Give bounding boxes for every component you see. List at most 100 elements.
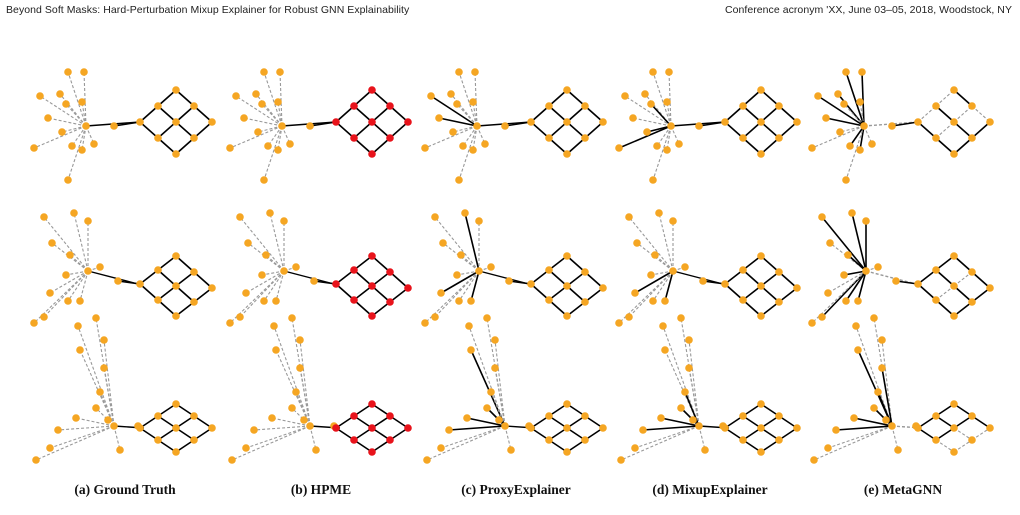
graph-node (826, 239, 834, 247)
graph-node (878, 336, 886, 344)
graph-node (659, 322, 667, 330)
graph-node (842, 176, 850, 184)
graph-node (834, 90, 842, 98)
grid-edge (548, 137, 568, 155)
grid-edge (742, 137, 762, 155)
graph-node (808, 144, 816, 152)
graph-node (701, 446, 709, 454)
grid-edge (530, 121, 550, 139)
star-edge (95, 317, 115, 427)
grid-edge (971, 105, 991, 123)
graph-node (463, 414, 471, 422)
grid-edge (530, 283, 550, 301)
star-edge (273, 325, 311, 427)
graph-node (459, 142, 467, 150)
link-edge (113, 121, 141, 127)
motif-node (950, 448, 958, 456)
graph-node (647, 271, 655, 279)
graph-node (70, 209, 78, 217)
graph-node (244, 239, 252, 247)
motif-node (154, 266, 162, 274)
grid-edge (724, 121, 744, 139)
star-edge (103, 339, 115, 427)
grid-edge (193, 287, 213, 303)
motif-node (190, 102, 198, 110)
graph-node (310, 277, 318, 285)
star-edge (660, 417, 700, 427)
star-edge (472, 101, 478, 127)
motif-node (757, 312, 765, 320)
star-edge (859, 101, 865, 127)
motif-node (545, 102, 553, 110)
star-edge (261, 270, 285, 276)
graph-node (312, 446, 320, 454)
grid-edge (157, 105, 177, 123)
grid-edge (548, 105, 568, 123)
star-edge (680, 407, 700, 427)
caption-hpme: (b) HPME (290, 482, 352, 497)
graph-node (286, 140, 294, 148)
motif-node (190, 412, 198, 420)
grid-edge (742, 285, 762, 301)
graph-node (675, 140, 683, 148)
star-edge (440, 270, 480, 294)
motif-node (350, 296, 358, 304)
graph-node (870, 314, 878, 322)
motif-node (775, 298, 783, 306)
star-edge (67, 125, 87, 181)
graph-node (639, 426, 647, 434)
grid-edge (742, 105, 762, 123)
graph-node (36, 92, 44, 100)
hub-node (669, 267, 677, 275)
graph-node (465, 322, 473, 330)
graph-node (260, 176, 268, 184)
graph-node (685, 364, 693, 372)
star-edge (650, 270, 674, 276)
star-edge (817, 95, 865, 127)
graph-node (858, 68, 866, 76)
grid-edge (742, 121, 762, 139)
graph-node (854, 346, 862, 354)
star-edge (263, 71, 283, 127)
graph-node (852, 322, 860, 330)
grid-edge (760, 301, 780, 317)
motif-node (950, 424, 958, 432)
star-edge (263, 125, 283, 181)
graph-node (681, 263, 689, 271)
graph-node (461, 209, 469, 217)
star-edge (458, 125, 478, 181)
link-edge (672, 270, 724, 285)
star-edge (81, 101, 87, 127)
grid-edge (935, 121, 955, 139)
grid-edge (971, 271, 991, 289)
grid-edge (548, 299, 568, 317)
motif-node (581, 134, 589, 142)
star-edge (845, 270, 867, 302)
motif-node (563, 400, 571, 408)
star-edge (654, 254, 674, 272)
star-edge (271, 417, 311, 427)
graph-node (110, 122, 118, 130)
grid-edge (175, 285, 195, 303)
graph-node (276, 68, 284, 76)
graph-node (236, 313, 244, 321)
star-edge (291, 407, 311, 427)
grid-edge (353, 255, 373, 271)
graph-node (453, 100, 461, 108)
star-edge (839, 125, 865, 133)
motif-node (739, 102, 747, 110)
graph-node (647, 100, 655, 108)
star-edge (458, 270, 480, 302)
hub-node (278, 122, 286, 130)
grid-edge (566, 105, 586, 123)
graph-node (30, 319, 38, 327)
graph-node (832, 426, 840, 434)
link-edge (478, 270, 530, 285)
motif-node (968, 102, 976, 110)
graph-node (421, 319, 429, 327)
motif-node (581, 412, 589, 420)
graph-node (617, 456, 625, 464)
star-edge (267, 125, 283, 147)
motif-node (136, 280, 144, 288)
graph-node (272, 346, 280, 354)
